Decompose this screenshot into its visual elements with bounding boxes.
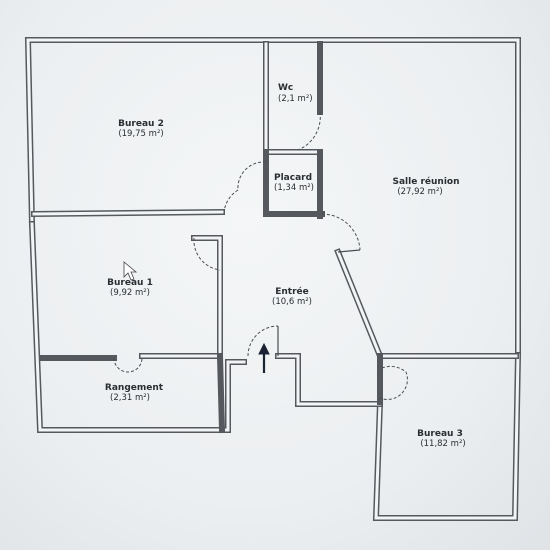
room-bureau-2: Bureau 2 (19,75 m²)	[118, 119, 164, 139]
bureau1-right-wall	[191, 235, 223, 359]
outer-wall-right-core	[374, 353, 520, 520]
rangement-door-swing	[113, 357, 143, 373]
outer-wall-top	[24, 37, 521, 358]
room-name: Bureau 1	[107, 278, 153, 288]
mouse-cursor-icon	[123, 261, 138, 281]
room-area: (9,92 m²)	[110, 288, 150, 298]
room-area: (19,75 m²)	[118, 129, 163, 139]
room-name: Salle réunion	[393, 176, 460, 187]
room-salle-reunion: Salle réunion (27,92 m²)	[393, 176, 460, 197]
bureau2-bottom-wall-core	[32, 210, 224, 216]
placard-door-swing-2	[223, 189, 239, 213]
salle-diagonal-wall-core	[336, 250, 382, 358]
doors	[113, 111, 408, 400]
bureau1-door-swing	[193, 237, 221, 271]
room-name: Placard	[274, 173, 312, 183]
room-name: Entrée	[275, 286, 309, 297]
rangement-right-wall	[216, 352, 226, 434]
entry-door-swing	[247, 325, 279, 357]
room-area: (11,82 m²)	[420, 439, 465, 449]
room-area: (2,1 m²)	[278, 94, 313, 104]
room-area: (10,6 m²)	[272, 297, 312, 307]
arrow-up-icon	[258, 342, 270, 373]
entry-wall-right-core	[276, 354, 382, 406]
room-bureau-1: Bureau 1 (9,92 m²)	[107, 278, 153, 298]
bureau1-right-wall-core	[192, 236, 222, 358]
room-labels: Bureau 2 (19,75 m²) Wc (2,1 m²) Placard …	[105, 83, 466, 449]
room-area: (27,92 m²)	[397, 187, 442, 197]
room-bureau-3: Bureau 3 (11,82 m²)	[417, 429, 466, 449]
room-name: Rangement	[105, 383, 164, 393]
placard-door-swing	[237, 161, 267, 191]
salle-door-swing	[321, 213, 361, 251]
walls	[24, 37, 522, 521]
room-rangement: Rangement (2,31 m²)	[105, 383, 164, 403]
wc-door-swing	[297, 111, 321, 151]
salle-door-leaf	[337, 249, 361, 253]
entry-wall-right	[275, 353, 383, 407]
room-name: Wc	[278, 83, 293, 93]
room-entree: Entrée (10,6 m²)	[272, 286, 312, 307]
room-name: Bureau 3	[417, 429, 463, 439]
room-wc: Wc (2,1 m²)	[278, 83, 313, 104]
room-area: (1,34 m²)	[274, 183, 314, 193]
outer-wall-left-core	[30, 222, 246, 432]
room-name: Bureau 2	[118, 119, 164, 129]
room-area: (2,31 m²)	[110, 393, 150, 403]
bureau3-door-swing	[379, 365, 408, 400]
outer-wall-top-core	[26, 38, 520, 357]
room-placard: Placard (1,34 m²)	[274, 173, 314, 193]
